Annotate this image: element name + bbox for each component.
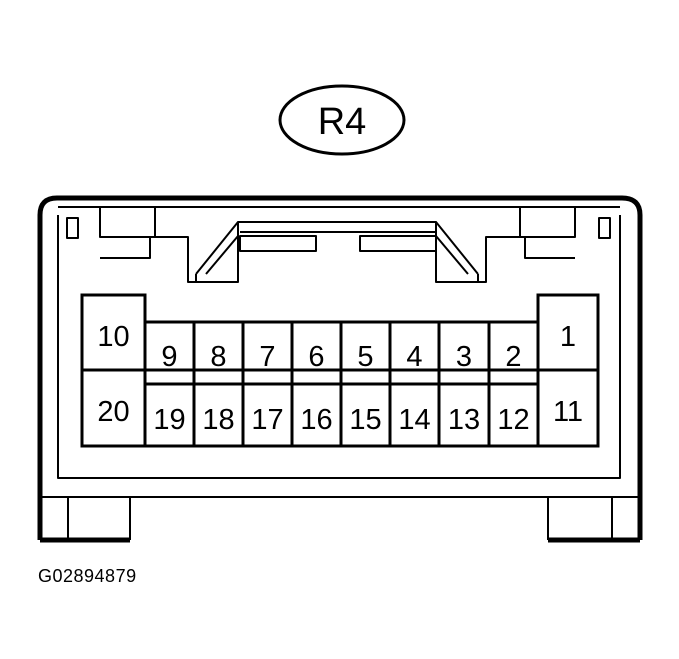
pin-15-label: 15 xyxy=(349,404,381,436)
figure-code: G02894879 xyxy=(38,566,137,586)
pin-17: 17 xyxy=(241,382,294,448)
right-key-notch xyxy=(519,207,576,259)
pin-14: 14 xyxy=(388,382,441,448)
left-key-notch xyxy=(99,207,156,259)
connector-housing xyxy=(37,195,643,543)
center-latch xyxy=(155,221,525,283)
pin-14-label: 14 xyxy=(398,404,430,436)
housing-base-step xyxy=(40,496,640,540)
pin-19-label: 19 xyxy=(153,404,185,436)
pin-8-label: 8 xyxy=(210,341,226,373)
pin-6: 6 xyxy=(290,320,343,386)
pin-18: 18 xyxy=(192,382,245,448)
pin-7-label: 7 xyxy=(259,341,275,373)
connector-id-callout: R4 xyxy=(278,84,406,156)
housing-outer-outline xyxy=(37,195,643,540)
pin-16-label: 16 xyxy=(300,404,332,436)
pin-9-label: 9 xyxy=(161,341,177,373)
pin-4: 4 xyxy=(388,320,441,386)
pin-17-label: 17 xyxy=(251,404,283,436)
connector-id-oval xyxy=(278,84,406,156)
pin-5-label: 5 xyxy=(357,341,373,373)
pin-18-label: 18 xyxy=(202,404,234,436)
latch-left-window xyxy=(239,235,317,252)
connector-id-label: R4 xyxy=(318,101,367,143)
pin-2: 2 xyxy=(487,320,540,386)
pin-12-label: 12 xyxy=(497,404,529,436)
latch-right-window xyxy=(359,235,437,252)
pin-19: 19 xyxy=(143,382,196,448)
right-small-slot xyxy=(598,217,611,239)
pin-13: 13 xyxy=(437,382,491,448)
pin-9: 9 xyxy=(143,320,196,386)
pin-12: 12 xyxy=(487,382,540,448)
pin-16: 16 xyxy=(290,382,343,448)
pin-8: 8 xyxy=(192,320,245,386)
left-small-slot xyxy=(66,217,79,239)
pin-15: 15 xyxy=(339,382,392,448)
latch-left-ramp xyxy=(195,221,239,282)
pin-4-label: 4 xyxy=(406,341,422,373)
pin-6-label: 6 xyxy=(308,341,324,373)
pin-1-label: 1 xyxy=(560,321,576,353)
pin-10-label: 10 xyxy=(97,321,129,353)
pin-2-label: 2 xyxy=(505,341,521,373)
pin-13-label: 13 xyxy=(448,404,480,436)
pin-20-label: 20 xyxy=(97,396,129,428)
pin-5: 5 xyxy=(339,320,392,386)
pin-11: 11 xyxy=(536,368,600,448)
housing-inner-outline xyxy=(57,215,621,479)
pin-20: 20 xyxy=(80,368,147,448)
pin-1: 1 xyxy=(536,293,600,372)
pin-10: 10 xyxy=(80,293,147,372)
pin-11-cavity xyxy=(536,368,600,448)
pin-11-label: 11 xyxy=(553,396,583,428)
pin-3: 3 xyxy=(437,320,491,386)
pin-7: 7 xyxy=(241,320,294,386)
latch-right-ramp xyxy=(435,221,479,282)
pin-3-label: 3 xyxy=(456,341,472,373)
